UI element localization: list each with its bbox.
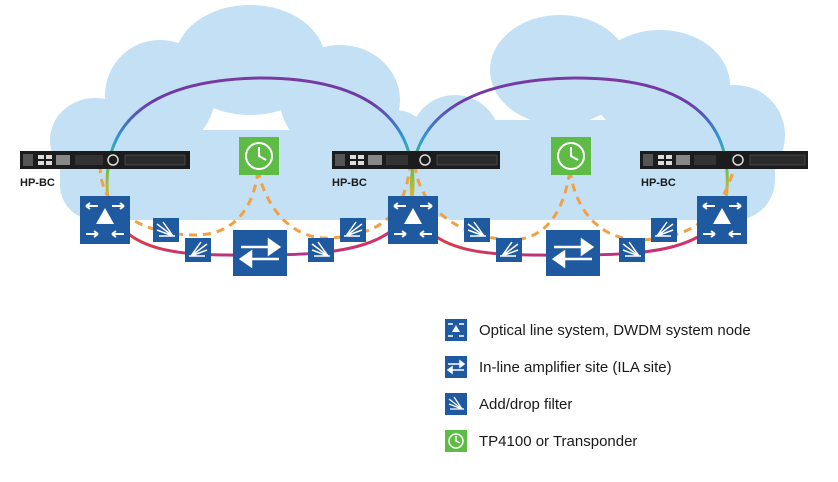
hp-bc-chassis-center (332, 151, 500, 169)
optical-line-system-icon (80, 196, 130, 244)
cloud-right (410, 15, 785, 220)
transponder-icon (551, 137, 591, 175)
legend-label: Add/drop filter (479, 395, 573, 413)
legend-item-add-drop: Add/drop filter (445, 392, 835, 416)
ila-amplifier-icon (233, 230, 287, 276)
add-drop-filter-icon (185, 238, 211, 262)
add-drop-filter-icon (619, 238, 645, 262)
optical-line-system-icon (697, 196, 747, 244)
transponder-icon (239, 137, 279, 175)
legend: Optical line system, DWDM system node In… (445, 318, 835, 466)
transponder-icon (445, 430, 467, 452)
ring-right-top (409, 76, 729, 201)
legend-label: TP4100 or Transponder (479, 432, 638, 450)
ring-left-top (105, 76, 415, 201)
add-drop-filter-icon (464, 218, 490, 242)
add-drop-filter-icon (496, 238, 522, 262)
network-diagram: HP-BC HP-BC HP-BC (20, 5, 808, 276)
legend-item-ila: In-line amplifier site (ILA site) (445, 355, 835, 379)
add-drop-filter-icon (340, 218, 366, 242)
legend-label: Optical line system, DWDM system node (479, 321, 751, 339)
hp-bc-label-center: HP-BC (332, 177, 367, 189)
add-drop-filter-icon (153, 218, 179, 242)
legend-item-transponder: TP4100 or Transponder (445, 429, 835, 453)
legend-item-optical-line-system: Optical line system, DWDM system node (445, 318, 835, 342)
ila-amplifier-icon (546, 230, 600, 276)
optical-line-system-icon (388, 196, 438, 244)
ila-amplifier-icon (445, 356, 467, 378)
hp-bc-label-left: HP-BC (20, 177, 55, 189)
hp-bc-label-right: HP-BC (641, 177, 676, 189)
hp-bc-chassis-left (20, 151, 190, 169)
hp-bc-chassis-right (640, 151, 808, 169)
add-drop-filter-icon (445, 393, 467, 415)
add-drop-filter-icon (651, 218, 677, 242)
optical-line-system-icon (445, 319, 467, 341)
legend-label: In-line amplifier site (ILA site) (479, 358, 672, 376)
add-drop-filter-icon (308, 238, 334, 262)
